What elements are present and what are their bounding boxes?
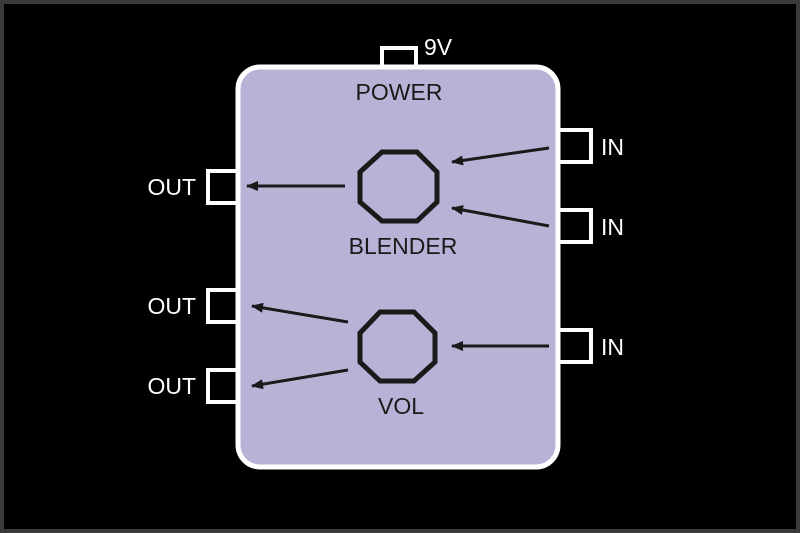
volume-knob (357, 309, 438, 384)
arrow-volume-to-out2 (251, 302, 349, 324)
pedal-body (235, 64, 561, 470)
out-jack-3-label: OUT (147, 373, 196, 399)
in-jack-1-label: IN (601, 134, 624, 160)
in-jack-3-label: IN (601, 334, 624, 360)
arrow-volume-to-out3 (251, 368, 349, 390)
arrow-in1-to-blender (451, 146, 550, 166)
in-jack-2-label: IN (601, 214, 624, 240)
in-jack-2 (555, 208, 593, 244)
volume-knob-label: VOL (378, 393, 424, 419)
blender-knob (357, 149, 440, 224)
blender-knob-label: BLENDER (349, 233, 458, 259)
arrow-in2-to-blender (451, 205, 550, 228)
power-label: POWER (356, 79, 443, 105)
power-voltage-label: 9V (424, 34, 453, 60)
out-jack-1-label: OUT (147, 174, 196, 200)
in-jack-3 (555, 328, 593, 364)
out-jack-2-label: OUT (147, 293, 196, 319)
in-jack-1 (555, 128, 593, 164)
